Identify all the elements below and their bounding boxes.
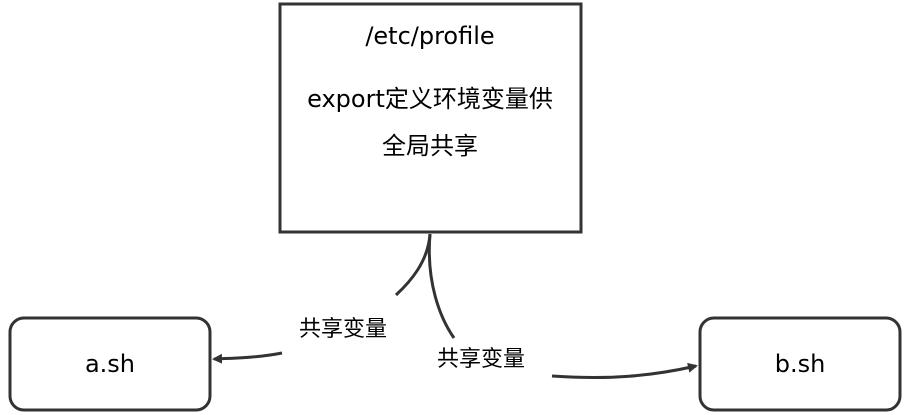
a-sh-label: a.sh bbox=[85, 350, 135, 378]
edge-to-b-upper bbox=[427, 233, 456, 339]
profile-description-line1: export定义环境变量供 bbox=[307, 85, 553, 113]
b-sh-box bbox=[698, 316, 902, 412]
a-sh-node: a.sh bbox=[8, 316, 212, 412]
profile-box bbox=[278, 2, 583, 234]
profile-description-line2: 全局共享 bbox=[382, 132, 478, 160]
profile-title: /etc/profile bbox=[365, 22, 494, 50]
edge-to-b-label: 共享变量 bbox=[437, 347, 525, 372]
profile-node: /etc/profile export定义环境变量供 全局共享 bbox=[278, 2, 583, 234]
b-sh-label: b.sh bbox=[775, 350, 826, 378]
b-sh-node: b.sh bbox=[698, 316, 902, 412]
edge-to-a-upper bbox=[394, 233, 432, 297]
edge-to-a-arrow bbox=[212, 351, 283, 364]
edge-to-a-label: 共享变量 bbox=[299, 317, 387, 342]
a-sh-box bbox=[8, 316, 212, 412]
edge-to-b-arrow bbox=[551, 362, 698, 380]
